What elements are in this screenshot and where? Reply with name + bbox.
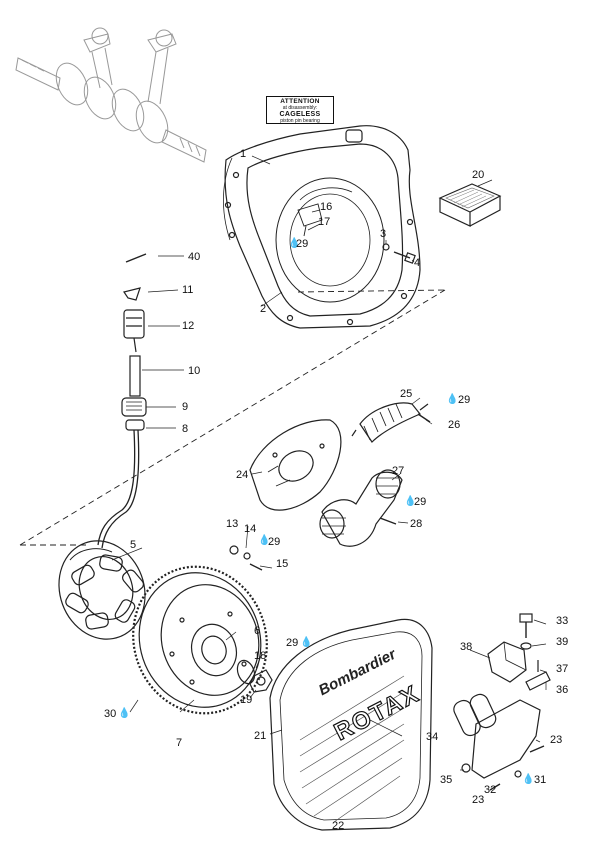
callout-29-screw: 29 — [268, 536, 281, 548]
callout-39: 39 — [556, 636, 569, 648]
callout-16: 16 — [320, 201, 333, 213]
notice-detail: piston pin bearing — [280, 118, 320, 124]
callout-10: 10 — [188, 365, 201, 377]
callout-9: 9 — [182, 401, 189, 413]
screw-4 — [382, 243, 416, 264]
callout-35: 35 — [440, 774, 453, 786]
callout-23-lower: 23 — [472, 794, 485, 806]
trigger-plate — [249, 419, 342, 511]
callout-21: 21 — [254, 730, 267, 742]
callout-37: 37 — [556, 663, 569, 675]
wiring-harness — [97, 253, 147, 549]
notice-emphasis: CAGELESS — [279, 111, 321, 118]
callout-33: 33 — [556, 615, 569, 627]
callout-12: 12 — [182, 320, 195, 332]
callout-8: 8 — [182, 423, 189, 435]
callout-28: 28 — [410, 518, 423, 530]
lubricant-drop-icon: 💧 — [118, 708, 131, 719]
callout-2: 2 — [260, 303, 267, 315]
callout-4: 4 — [414, 257, 421, 269]
callout-31: 31 — [534, 774, 547, 786]
callout-24: 24 — [236, 469, 249, 481]
callout-7: 7 — [176, 737, 183, 749]
callout-14: 14 — [244, 523, 257, 535]
callout-1: 1 — [240, 148, 247, 160]
callout-6: 6 — [254, 625, 261, 637]
spacer-and-nut — [236, 659, 273, 693]
callout-17: 17 — [318, 216, 331, 228]
electronic-module — [438, 183, 502, 227]
callout-40: 40 — [188, 251, 201, 263]
lubricant-drop-icon: 💧 — [446, 394, 459, 405]
callout-18: 18 — [254, 650, 267, 662]
lubricant-drop-icon: 💧 — [300, 637, 313, 648]
dashed-reference-lines — [19, 289, 446, 546]
callout-32: 32 — [484, 784, 497, 796]
callout-27: 27 — [392, 465, 405, 477]
callout-11: 11 — [182, 284, 194, 296]
generating-coil — [319, 469, 403, 547]
callout-13: 13 — [226, 518, 239, 530]
callout-23-upper: 23 — [550, 734, 563, 746]
callout-26: 26 — [448, 419, 461, 431]
leader-lines — [111, 155, 547, 771]
attention-notice-label: ATTENTION at disassembly: CAGELESS pisto… — [266, 96, 334, 124]
lubricant-drop-icon: 💧 — [404, 496, 417, 507]
lubricant-drop-icon: 💧 — [522, 774, 535, 785]
callout-38: 38 — [460, 641, 473, 653]
callout-30: 30 — [104, 708, 117, 720]
lubricant-drop-icon: 💧 — [258, 535, 271, 546]
callout-5: 5 — [130, 539, 137, 551]
callout-20: 20 — [472, 169, 485, 181]
callout-25: 25 — [400, 388, 413, 400]
callout-29-housing: 29 — [296, 238, 309, 250]
notice-subtitle: at disassembly: — [282, 105, 318, 111]
bracket-assembly — [453, 613, 551, 791]
callout-19: 19 — [240, 694, 253, 706]
flywheel — [132, 565, 268, 715]
notice-title: ATTENTION — [280, 98, 320, 105]
lubricant-drop-icon: 💧 — [288, 238, 301, 249]
stator — [58, 540, 146, 640]
callout-29-cover: 29 — [286, 637, 299, 649]
callout-29-coil: 29 — [458, 394, 471, 406]
callout-15: 15 — [276, 558, 289, 570]
magneto-housing — [223, 125, 421, 329]
ignition-coil — [351, 402, 431, 443]
rotax-cover — [269, 618, 433, 831]
callout-34: 34 — [426, 731, 439, 743]
callout-36: 36 — [556, 684, 569, 696]
callout-29-generating: 29 — [414, 496, 427, 508]
callout-22: 22 — [332, 820, 345, 832]
crankshaft — [15, 27, 207, 163]
washer-and-screw — [229, 545, 263, 571]
callout-3: 3 — [380, 228, 387, 240]
